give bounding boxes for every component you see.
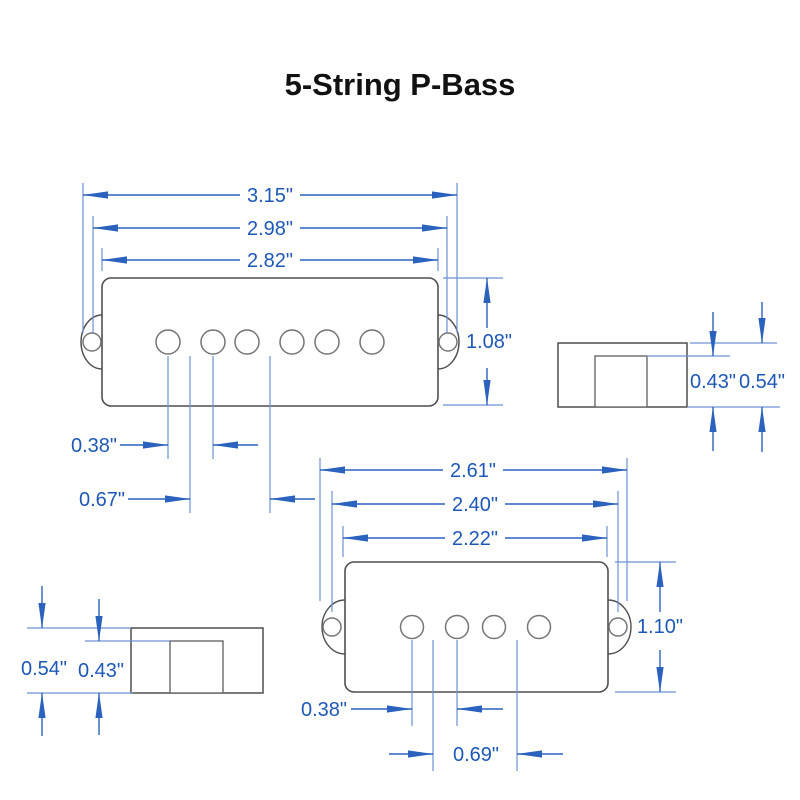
pole-hole	[444, 614, 470, 640]
dim-label-overall-depth: 0.54"	[21, 658, 67, 680]
dim-label-body-width: 2.22"	[452, 528, 498, 550]
pickup-small-height-dimension: 1.10"	[615, 561, 683, 693]
screw-hole-left	[322, 617, 342, 637]
dim-label-pole-pair-gap: 0.38"	[301, 699, 347, 721]
dim-label-overall-width: 2.61"	[450, 460, 496, 482]
drawing-title: 5-String P-Bass	[285, 67, 516, 102]
pole-hole	[481, 614, 507, 640]
dim-label-screw-spacing: 2.40"	[452, 494, 498, 516]
pole-hole	[234, 329, 260, 355]
pole-hole	[526, 614, 552, 640]
pickup-small-width-dimensions: 2.61" 2.40" 2.22"	[319, 458, 628, 612]
pickup-small-pole-dimensions: 0.38" 0.69"	[301, 640, 563, 771]
dim-label-overall-depth: 0.54"	[739, 371, 785, 393]
side-view-body	[594, 355, 648, 408]
pole-hole	[200, 329, 226, 355]
dim-label-screw-spacing: 2.98"	[247, 218, 293, 240]
side-view-large: 0.43" 0.54"	[557, 302, 785, 452]
pickup-large-height-dimension: 1.08"	[443, 277, 512, 406]
dim-label-pole-pair-gap: 0.38"	[71, 435, 117, 457]
screw-hole-right	[608, 617, 628, 637]
pole-hole	[155, 329, 181, 355]
dim-label-string-spacing: 0.69"	[453, 744, 499, 766]
pole-hole	[314, 329, 340, 355]
pickup-large-front-view	[80, 277, 460, 407]
dim-label-body-height: 1.10"	[637, 616, 683, 638]
dim-label-overall-width: 3.15"	[247, 185, 293, 207]
screw-hole-left	[82, 332, 102, 352]
dim-label-body-height: 1.08"	[466, 331, 512, 353]
side-view-small: 0.54" 0.43"	[21, 586, 264, 736]
dim-label-body-depth: 0.43"	[78, 660, 124, 682]
dim-label-body-depth: 0.43"	[690, 371, 736, 393]
pole-hole	[359, 329, 385, 355]
screw-hole-right	[438, 332, 458, 352]
pole-hole	[279, 329, 305, 355]
dim-label-body-width: 2.82"	[247, 250, 293, 272]
pickup-large-width-dimensions: 3.15" 2.98" 2.82"	[82, 183, 458, 333]
pickup-small-front-view	[321, 561, 632, 693]
pole-hole	[399, 614, 425, 640]
side-view-body	[169, 640, 224, 694]
pickup-large-pole-dimensions: 0.38" 0.67"	[71, 356, 315, 513]
pickup-body	[344, 561, 609, 693]
dim-label-string-spacing: 0.67"	[79, 489, 125, 511]
